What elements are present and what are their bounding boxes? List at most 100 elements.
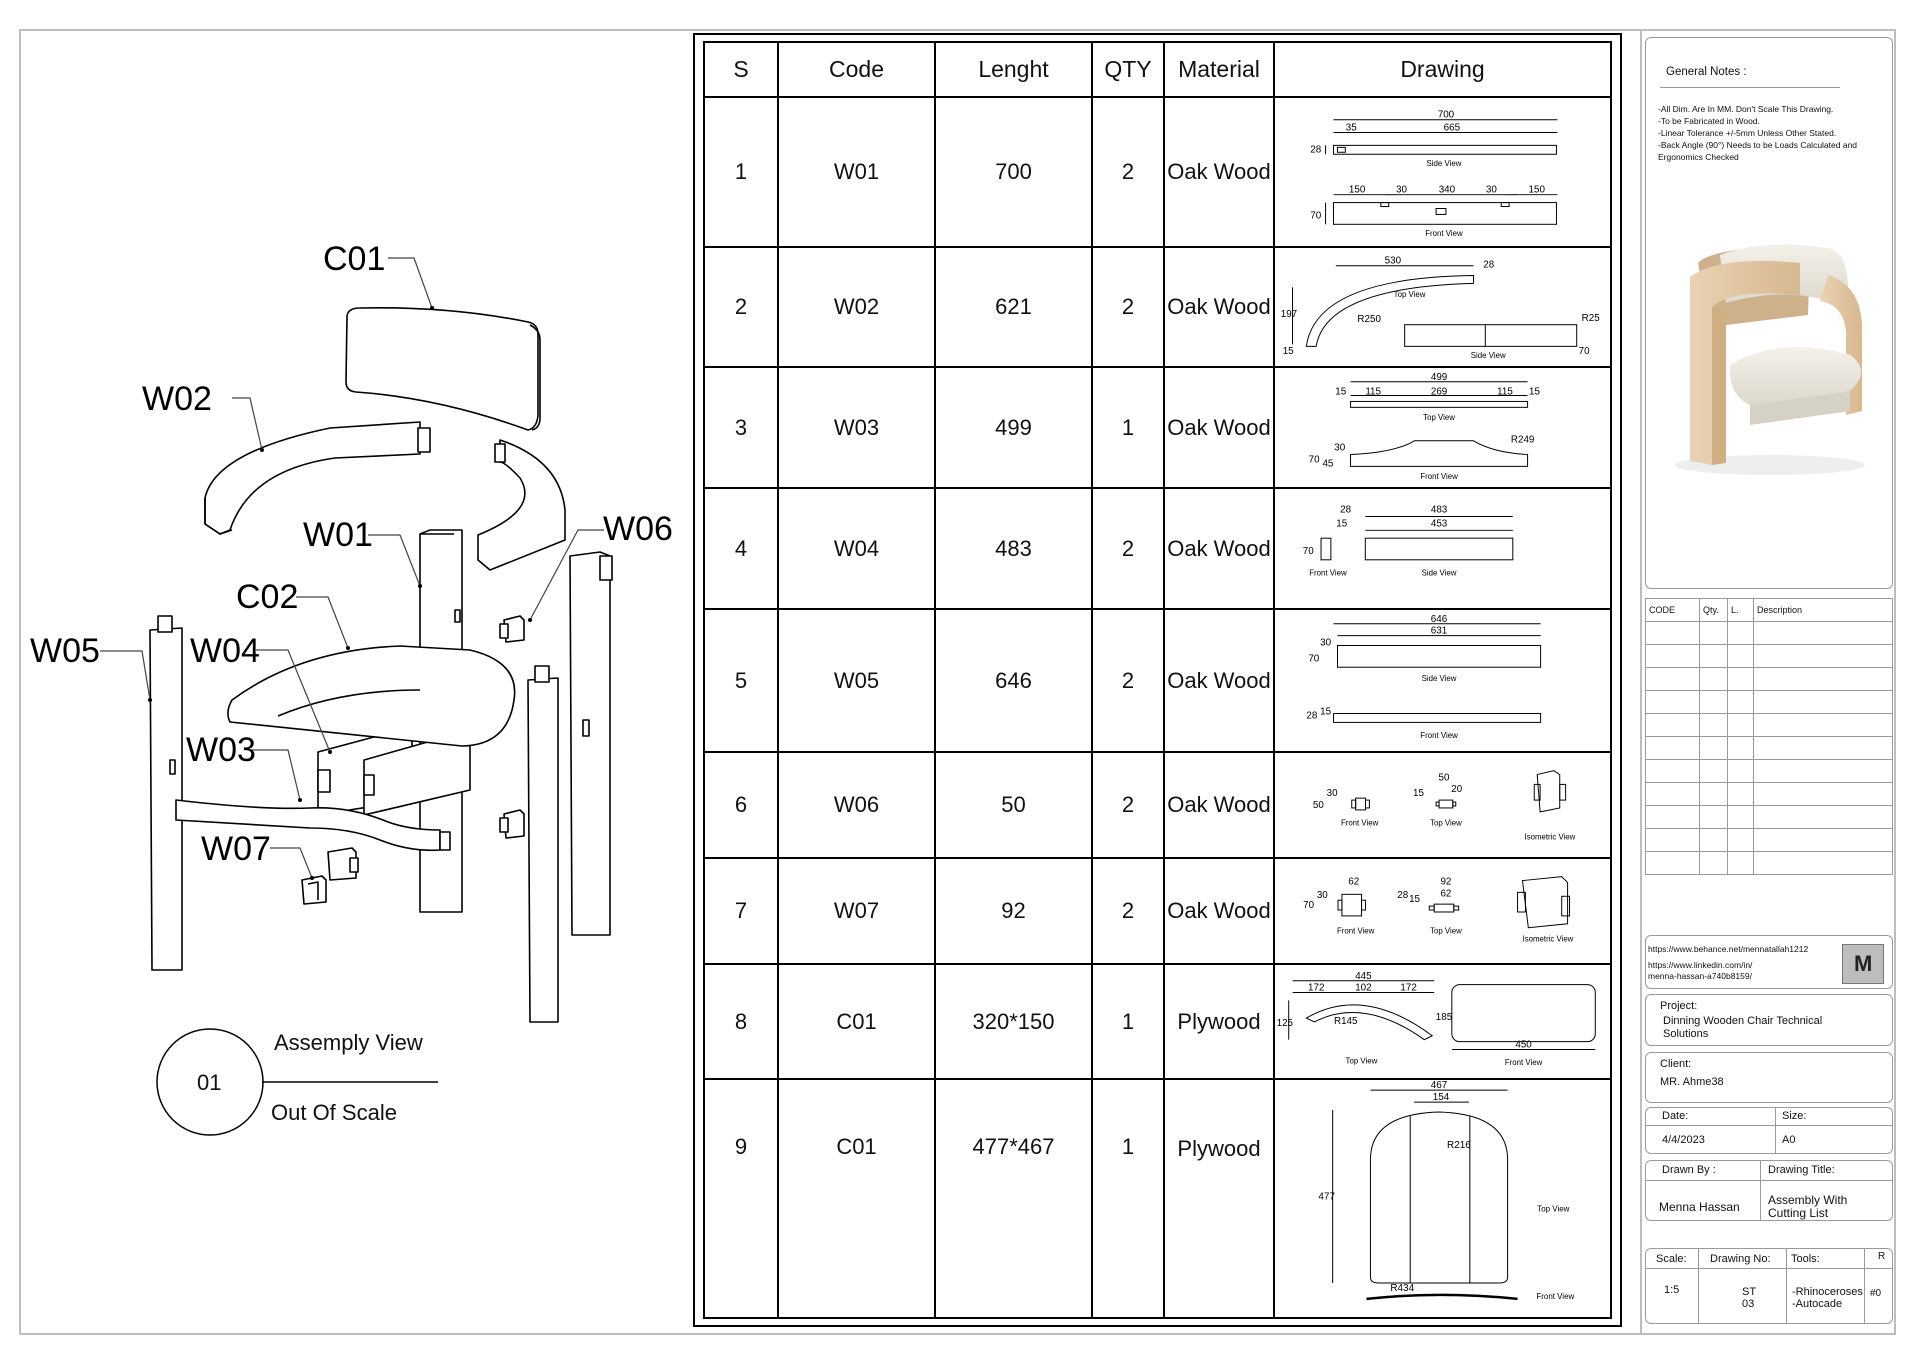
cell-s: 9: [703, 1078, 779, 1319]
size-label: Size:: [1782, 1110, 1807, 1122]
view-label: Front View: [1341, 819, 1379, 828]
label-w03: W03: [186, 731, 256, 769]
scale-box: [1645, 1248, 1893, 1324]
dim: R250: [1357, 314, 1381, 325]
dim: 115: [1497, 387, 1513, 398]
dim: 35: [1346, 123, 1357, 134]
part-c01-backrest: [345, 306, 539, 431]
dim: 631: [1431, 626, 1447, 637]
drawing-no-label: Drawing No:: [1710, 1253, 1771, 1265]
date-size-box: [1645, 1107, 1893, 1154]
cell-qty: 2: [1091, 608, 1165, 753]
dim: 483: [1431, 505, 1448, 516]
dim: 28: [1397, 890, 1408, 901]
dim: 665: [1444, 123, 1461, 134]
view-label: Front View: [1425, 229, 1463, 238]
note: -Linear Tolerance +/-5mm Unless Other St…: [1658, 128, 1837, 138]
drawing-title-1: Assembly With: [1768, 1193, 1848, 1207]
divider: [1698, 1248, 1699, 1324]
label-w07: W07: [201, 830, 271, 868]
part-c02-seat: [227, 645, 516, 747]
dim: 530: [1385, 256, 1402, 267]
dim: 70: [1579, 346, 1590, 357]
header-length: Lenght: [934, 41, 1093, 98]
dim: 646: [1431, 614, 1448, 625]
view-label: Top View: [1537, 1204, 1569, 1213]
drawing-w01: 700 35 665 28 Side View 150 30 340 30 15…: [1273, 96, 1612, 248]
dim: 30: [1327, 788, 1338, 799]
parts-row: [1645, 805, 1893, 829]
cell-material: Oak Wood: [1163, 246, 1275, 368]
scale-value: 1:5: [1664, 1284, 1680, 1296]
dim: 28: [1340, 505, 1351, 516]
dim: 15: [1283, 346, 1294, 357]
general-notes-box: [1645, 37, 1893, 589]
dim: 172: [1400, 983, 1416, 994]
drawn-by-value: Menna Hassan: [1659, 1200, 1740, 1214]
cell-s: 5: [703, 608, 779, 753]
table-row: 8 C01 320*150 1 Plywood 445 172: [703, 963, 1612, 1080]
cell-material: Plywood: [1163, 1078, 1275, 1319]
dim: 269: [1431, 387, 1447, 398]
label-w06: W06: [603, 510, 673, 548]
dim: 15: [1409, 894, 1420, 905]
note: -Back Angle (90°) Needs to be Loads Calc…: [1658, 140, 1858, 162]
table-row: 4 W04 483 2 Oak Wood 28 15 70 Front View: [703, 487, 1612, 610]
dim: 453: [1431, 518, 1448, 529]
dim: 70: [1303, 546, 1314, 557]
parts-row: [1645, 828, 1893, 852]
drawing-title-label: Drawing Title:: [1768, 1164, 1835, 1176]
drawing-w03: 499 15 115 269 115 15 Top View 70 45 30 …: [1273, 366, 1612, 489]
label-c01: C01: [323, 240, 386, 278]
behance-link[interactable]: https://www.behance.net/mennatallah1212: [1648, 944, 1809, 954]
view-label: Top View: [1430, 927, 1462, 936]
cell-s: 4: [703, 487, 779, 610]
tools-1: -Rhinoceroses: [1792, 1286, 1863, 1298]
dim: 30: [1317, 890, 1328, 901]
cell-code: W04: [777, 487, 936, 610]
dim: 197: [1281, 309, 1297, 320]
part-w02-right-arm: [477, 439, 566, 571]
cell-code: W01: [777, 96, 936, 248]
cell-code: W02: [777, 246, 936, 368]
divider: [1760, 1160, 1761, 1221]
dim: 15: [1336, 518, 1347, 529]
note: -To be Fabricated in Wood.: [1658, 116, 1760, 126]
dim: 50: [1313, 800, 1324, 811]
project-label: Project:: [1660, 1000, 1698, 1012]
tools-label: Tools:: [1791, 1253, 1820, 1265]
view-label: Front View: [1337, 927, 1375, 936]
client-box: [1645, 1052, 1893, 1103]
cell-qty: 1: [1091, 1078, 1165, 1319]
cell-s: 8: [703, 963, 779, 1080]
dim: R25: [1582, 313, 1601, 324]
cell-material: Oak Wood: [1163, 857, 1275, 965]
dim: 28: [1306, 710, 1317, 721]
scale-label: Scale:: [1656, 1253, 1687, 1265]
linkedin-link[interactable]: https://www.linkedin.com/in/: [1648, 960, 1753, 970]
parts-header-l: L.: [1727, 598, 1754, 622]
parts-row: [1645, 851, 1893, 875]
assembly-exploded-view: [100, 257, 613, 1136]
part-w05-front-left-leg: [149, 627, 183, 971]
parts-header-code: CODE: [1645, 598, 1700, 622]
parts-row: [1645, 736, 1893, 760]
cell-length: 483: [934, 487, 1093, 610]
label-w01: W01: [303, 516, 373, 554]
dim: 115: [1365, 387, 1381, 398]
dim: 150: [1529, 185, 1546, 196]
cell-material: Oak Wood: [1163, 751, 1275, 859]
cell-qty: 2: [1091, 246, 1165, 368]
dim: 62: [1440, 888, 1451, 899]
parts-header-row: CODE Qty. L. Description: [1645, 598, 1893, 622]
size-value: A0: [1782, 1134, 1796, 1146]
cell-length: 92: [934, 857, 1093, 965]
dim: 20: [1451, 784, 1462, 795]
view-label: Isometric View: [1525, 832, 1576, 841]
dim: 15: [1320, 707, 1331, 718]
linkedin-link-cont[interactable]: menna-hassan-a740b8159/: [1648, 971, 1752, 981]
cell-s: 3: [703, 366, 779, 489]
cell-code: C01: [777, 1078, 936, 1319]
cell-material: Plywood: [1163, 963, 1275, 1080]
divider: [1864, 1248, 1865, 1324]
